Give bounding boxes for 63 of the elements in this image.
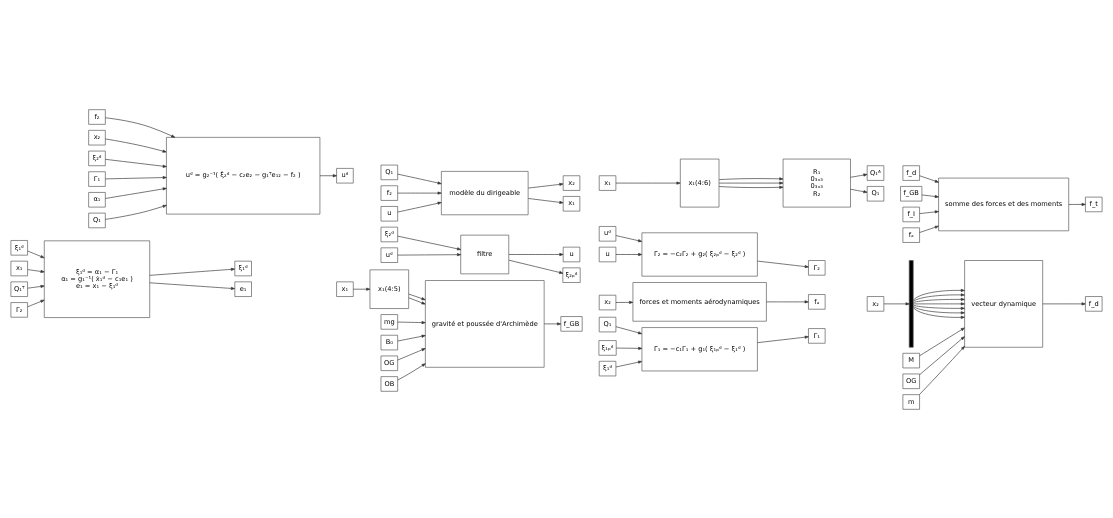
arrow xyxy=(528,197,564,204)
arrow xyxy=(105,116,176,138)
arrow xyxy=(397,252,462,256)
arrow xyxy=(615,252,643,256)
arrow xyxy=(397,320,426,324)
arrow xyxy=(149,267,235,276)
arrow xyxy=(615,360,643,367)
arrow xyxy=(352,287,371,291)
arrow xyxy=(913,304,965,310)
arrow xyxy=(27,250,45,258)
arrow xyxy=(919,345,965,395)
arrow xyxy=(397,347,426,360)
arrow xyxy=(543,321,562,325)
arrow xyxy=(913,292,965,302)
arrow xyxy=(757,260,809,268)
arrow xyxy=(921,194,939,198)
arrow xyxy=(27,268,45,273)
arrow xyxy=(105,175,167,179)
arrow xyxy=(850,188,868,193)
arrow xyxy=(913,297,965,303)
arrow xyxy=(397,235,462,250)
arrow xyxy=(615,234,643,242)
arrow xyxy=(615,300,634,304)
arrow xyxy=(913,305,965,314)
node-bar xyxy=(908,259,914,348)
arrow xyxy=(27,284,45,288)
arrow xyxy=(919,209,939,214)
arrow xyxy=(27,299,45,307)
arrow xyxy=(105,158,167,168)
arrow xyxy=(397,173,442,184)
arrow xyxy=(1042,301,1086,305)
arrow xyxy=(397,362,426,380)
arrow xyxy=(615,181,681,185)
arrow xyxy=(757,335,809,343)
arrow xyxy=(397,334,426,341)
arrow xyxy=(105,138,167,153)
arrow xyxy=(766,299,809,303)
arrow xyxy=(919,174,939,183)
arrow xyxy=(615,325,643,334)
arrow xyxy=(397,201,442,212)
arrow xyxy=(919,327,965,356)
arrow xyxy=(397,191,442,195)
arrow xyxy=(850,173,868,178)
arrow xyxy=(913,306,965,319)
arrow xyxy=(913,301,965,305)
arrow xyxy=(913,288,965,300)
arrow xyxy=(919,225,939,233)
arrow xyxy=(508,259,564,274)
arrow xyxy=(1068,202,1086,206)
arrow xyxy=(408,296,426,304)
arrow xyxy=(319,173,337,177)
arrow xyxy=(718,181,784,185)
arrow xyxy=(105,204,167,220)
arrow xyxy=(919,335,965,375)
arrow xyxy=(718,176,784,180)
arrow xyxy=(408,293,426,300)
arrow xyxy=(508,252,564,256)
arrow xyxy=(883,301,910,305)
arrow xyxy=(718,185,784,189)
arrow xyxy=(615,346,643,350)
arrow xyxy=(105,186,167,199)
arrow xyxy=(149,281,235,290)
arrow xyxy=(528,182,564,188)
